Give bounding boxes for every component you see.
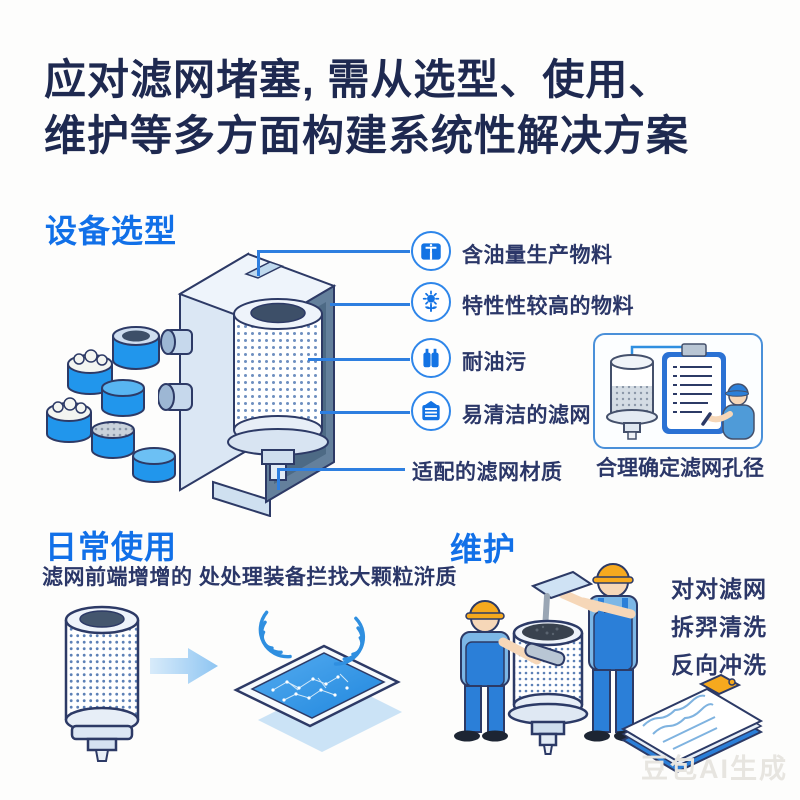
- maintenance-item: 对对滤网: [671, 576, 767, 602]
- checklist-clipboard-illustration: [620, 673, 764, 773]
- mesh-screen-illustration: [233, 610, 402, 752]
- equipment-item-label: 含油量生产物料: [462, 244, 613, 267]
- puck-white-top-2: [46, 397, 92, 443]
- title-line-2: 维护等多方面构建系统性解决方案: [44, 112, 690, 159]
- callout-line-1: [257, 250, 410, 253]
- callout-line-2: [330, 303, 410, 306]
- watermark: 豆包AI生成: [641, 754, 788, 784]
- worker-left: [454, 600, 510, 742]
- mesh-network-dots: [271, 675, 349, 702]
- signal-arcs-left: [258, 610, 292, 659]
- housing-pedestal: [212, 480, 271, 517]
- filter-element: [227, 298, 329, 481]
- screen-mesh: [250, 652, 386, 719]
- bottles-icon: [411, 338, 451, 378]
- daily-description: 滤网前端增增的 处处理装备拦找大颗粒浒质: [42, 566, 457, 589]
- clipboard-page: [620, 687, 764, 763]
- callout-stub-5: [277, 468, 280, 490]
- puck-blue-2: [132, 447, 176, 483]
- page-title: 应对滤网堵塞, 需从选型、使用、 维护等多方面构建系统性解决方案: [44, 52, 760, 164]
- callout-line-5: [277, 468, 405, 471]
- sun-plant-icon: [411, 282, 451, 322]
- callout-line-3: [308, 358, 410, 361]
- equipment-item-label: 适配的滤网材质: [412, 461, 563, 484]
- filter-drum: [507, 619, 589, 755]
- callout-line-4: [320, 411, 410, 414]
- signal-arcs-right: [333, 616, 366, 666]
- maintenance-workers-illustration: [454, 563, 640, 755]
- clipboard-writing: [642, 694, 718, 750]
- maintenance-item: 反向冲洗: [671, 652, 767, 678]
- puck-ring: [112, 326, 160, 370]
- pore-size-caption: 合理确定滤网孔径: [596, 457, 764, 480]
- maintenance-section-heading: 维护: [450, 531, 517, 567]
- filter-cartridge-illustration: [64, 605, 140, 762]
- worker-right: [558, 563, 640, 742]
- filter-housing-illustration: [158, 252, 337, 517]
- material-pucks-illustration: [46, 326, 176, 483]
- pipe-stub-1: [160, 329, 193, 355]
- mini-person: [701, 383, 755, 440]
- mini-filter-cylinder: [606, 354, 658, 440]
- title-line-1: 应对滤网堵塞, 需从选型、使用、: [44, 56, 672, 103]
- pipe-stub-2: [158, 383, 193, 411]
- housing-vent: [244, 261, 284, 279]
- equipment-item-label: 耐油污: [462, 351, 527, 374]
- equipment-section-heading: 设备选型: [45, 213, 178, 249]
- roller-tool: [498, 637, 566, 667]
- equipment-item-label: 特性性较高的物料: [462, 295, 634, 318]
- puck-blue-1: [101, 379, 145, 417]
- pore-size-illustration: [606, 343, 755, 440]
- equipment-item-label: 易清洁的滤网: [462, 404, 591, 427]
- right-arrow-icon: [150, 648, 218, 684]
- callout-stub-1: [257, 250, 260, 276]
- oil-material-icon: [411, 231, 451, 271]
- filter-pad-icon: [411, 391, 451, 431]
- maintenance-item: 拆羿清洗: [671, 614, 767, 640]
- daily-section-heading: 日常使用: [45, 529, 178, 565]
- puck-dotted: [91, 421, 135, 459]
